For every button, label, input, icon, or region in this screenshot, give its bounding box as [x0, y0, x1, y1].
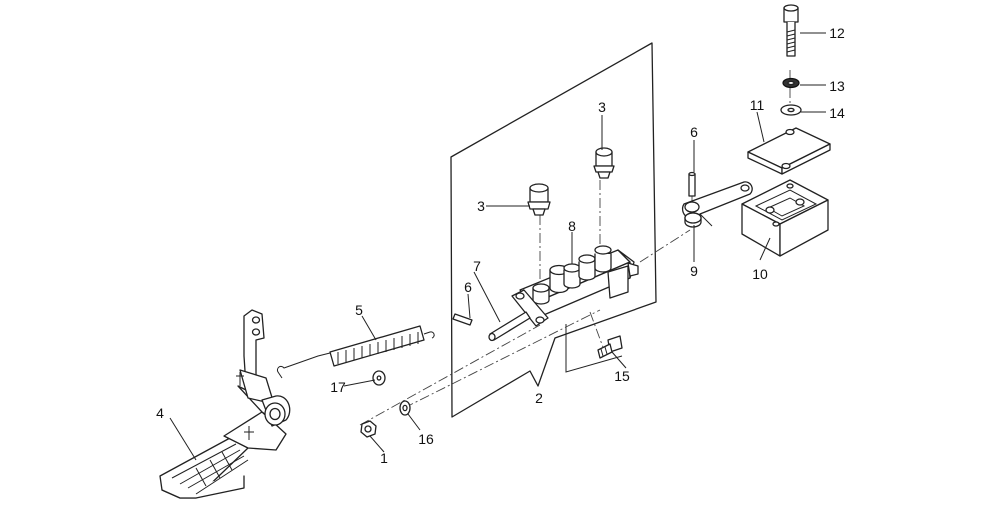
- callout-1: 1: [380, 450, 388, 466]
- leader-lines: [169, 32, 826, 461]
- callout-3b: 3: [477, 198, 485, 214]
- pin-left: [452, 313, 473, 326]
- cover-plate: [747, 127, 831, 175]
- callout-4: 4: [156, 405, 164, 421]
- callout-12: 12: [829, 25, 845, 41]
- callout-15: 15: [614, 368, 630, 384]
- plate-bracket-outline: [565, 324, 623, 373]
- callout-10: 10: [752, 266, 768, 282]
- callout-17: 17: [330, 379, 346, 395]
- callout-11: 11: [750, 97, 765, 113]
- callout-7: 7: [473, 258, 481, 274]
- pin-upper: [688, 173, 696, 197]
- callout-14: 14: [829, 105, 845, 121]
- callout-3a: 3: [598, 99, 606, 115]
- callout-9: 9: [690, 263, 698, 279]
- tension-spring: [276, 325, 435, 379]
- valve-manifold: [511, 245, 639, 327]
- callout-2: 2: [535, 390, 543, 406]
- fitting-upper: [593, 147, 615, 179]
- callout-6a: 6: [690, 124, 698, 140]
- hex-nut: [360, 420, 377, 438]
- mounting-bolt: [597, 335, 623, 359]
- link-lever: [681, 181, 753, 228]
- cap-screw: [783, 4, 799, 57]
- callout-6b: 6: [464, 279, 472, 295]
- fitting-lower: [527, 183, 551, 216]
- housing-block: [741, 179, 829, 257]
- callout-labels: 1 2 3 3 4 5 6 6 7 8 9 10 11 12 13 14 15 …: [156, 25, 845, 466]
- callout-16: 16: [418, 431, 434, 447]
- foot-pedal: [159, 309, 291, 499]
- mounting-plate: [450, 42, 657, 418]
- callout-13: 13: [829, 78, 845, 94]
- callout-8: 8: [568, 218, 576, 234]
- callout-5: 5: [355, 302, 363, 318]
